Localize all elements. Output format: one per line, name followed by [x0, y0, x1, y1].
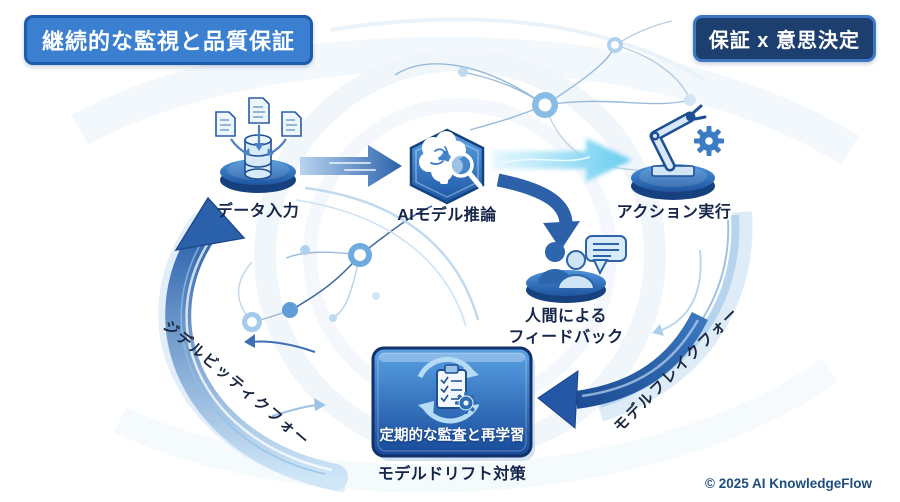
audit-box [371, 346, 535, 461]
human-feedback-line1: 人間による [524, 308, 608, 325]
ai-inference-label: AIモデル推論 [397, 207, 497, 224]
document-icon [215, 97, 302, 137]
database-icon [244, 134, 272, 180]
people-icon [538, 242, 596, 290]
arrow-model-to-feedback [496, 173, 580, 250]
glow-arrow-model-to-action [492, 138, 632, 182]
gear-icon [694, 126, 724, 156]
copyright-text: © 2025 AI KnowledgeFlow [705, 476, 872, 491]
audit-box-label: 定期的な監査と再学習 [379, 428, 525, 444]
model-drift-caption: モデルドリフト対策 [377, 466, 527, 483]
robot-arm-icon [649, 104, 707, 177]
ingest-arrows-icon [230, 125, 287, 156]
human-feedback-label: 人間による フィードバック [476, 306, 656, 348]
data-input-label: データ入力 [216, 203, 300, 220]
return-arrow [158, 196, 348, 493]
title-badge: 継続的な監視と品質保証 [24, 15, 314, 65]
network-decoration [237, 20, 696, 332]
magnifier-icon [448, 152, 483, 189]
action-execution-label: アクション実行 [616, 204, 732, 221]
assurance-decision-badge: 保証 x 意思決定 [692, 15, 876, 62]
clipboard-icon [436, 364, 467, 409]
action-execution-icon [631, 104, 724, 200]
speech-bubble-icon [585, 235, 627, 276]
human-feedback-icon [526, 235, 627, 303]
arrow-into-audit [537, 311, 709, 430]
human-feedback-line2: フィードバック [508, 329, 624, 346]
arrow-input-to-model [300, 145, 402, 187]
data-input-icon [215, 97, 302, 193]
ai-model-icon [409, 128, 485, 205]
small-gear-icon [455, 392, 477, 414]
